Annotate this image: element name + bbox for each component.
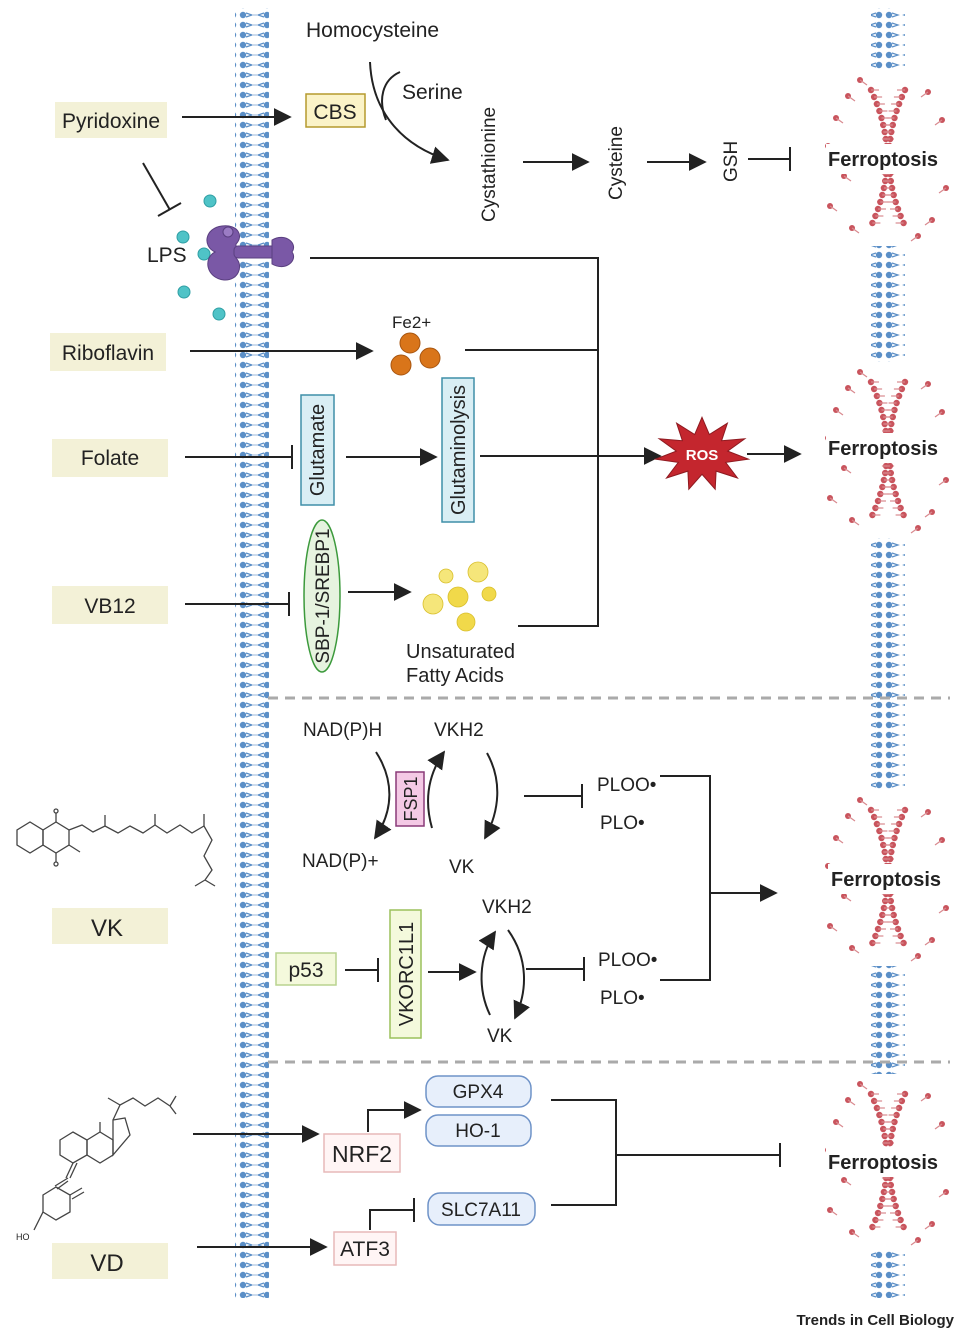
svg-text:NRF2: NRF2 bbox=[332, 1141, 392, 1167]
journal-credit: Trends in Cell Biology bbox=[796, 1312, 954, 1329]
ufa-label-line1: Unsaturated bbox=[406, 641, 515, 663]
cystathionine-label: Cystathionine bbox=[479, 107, 500, 222]
ferroptosis-label-1: Ferroptosis bbox=[826, 144, 942, 174]
svg-text:ATF3: ATF3 bbox=[340, 1238, 390, 1261]
svg-text:Ferroptosis: Ferroptosis bbox=[828, 438, 938, 460]
ufa-to-ros-connector bbox=[518, 454, 599, 627]
svg-text:Ferroptosis: Ferroptosis bbox=[828, 1152, 938, 1174]
svg-text:SLC7A11: SLC7A11 bbox=[441, 1200, 521, 1221]
nadph-label: NAD(P)H bbox=[303, 720, 382, 741]
cysteine-label: Cysteine bbox=[606, 126, 627, 200]
folate-inhibits-glutamate bbox=[185, 445, 293, 469]
serine-joining-curve bbox=[381, 71, 401, 121]
tlr4-receptor-icon bbox=[206, 225, 294, 281]
plo-label-b: PLO• bbox=[600, 988, 645, 1009]
svg-text:Ferroptosis: Ferroptosis bbox=[831, 869, 941, 891]
gpx4-box: GPX4 bbox=[425, 1075, 532, 1108]
svg-text:Folate: Folate bbox=[81, 447, 139, 470]
svg-text:p53: p53 bbox=[288, 959, 323, 982]
vkh2-label-a: VKH2 bbox=[434, 720, 484, 741]
slc7a11-box: SLC7A11 bbox=[427, 1192, 536, 1226]
vk-label-b: VK bbox=[487, 1026, 513, 1047]
svg-text:FSP1: FSP1 bbox=[401, 776, 421, 821]
fsp1-inhibits-peroxyl-a bbox=[524, 784, 583, 808]
svg-text:ROS: ROS bbox=[686, 447, 719, 464]
vkh2-to-vk-arrow-b bbox=[507, 929, 530, 1020]
iron-label: Fe2+ bbox=[392, 313, 431, 332]
plo-label-a: PLO• bbox=[600, 813, 645, 834]
svg-text:GPX4: GPX4 bbox=[453, 1082, 504, 1103]
ferroptosis-label-4: Ferroptosis bbox=[826, 1147, 942, 1177]
svg-text:VD: VD bbox=[90, 1250, 123, 1277]
nadp-label: NAD(P)+ bbox=[302, 851, 379, 872]
vd-hydroxyl-label: HO bbox=[16, 1232, 30, 1242]
p53-box: p53 bbox=[275, 952, 337, 986]
vitamin-vd: VD bbox=[52, 1243, 168, 1279]
vk-label-a: VK bbox=[449, 857, 475, 878]
pyridoxine-inhibits-lps bbox=[142, 162, 182, 217]
glutamate-box: Glutamate bbox=[300, 394, 335, 506]
ploo-label-a: PLOO• bbox=[597, 775, 656, 796]
vkorc1l1-box: VKORC1L1 bbox=[389, 909, 422, 1039]
svg-text:Glutaminolysis: Glutaminolysis bbox=[448, 385, 470, 515]
lps-label: LPS bbox=[147, 244, 187, 267]
lps-to-ros-connector bbox=[310, 257, 599, 454]
gsh-inhibits-ferroptosis bbox=[748, 147, 791, 171]
vitamin-vk: VK bbox=[52, 908, 168, 944]
vitamin-riboflavin: Riboflavin bbox=[50, 333, 166, 371]
nadph-oxidation-arrow bbox=[373, 751, 392, 840]
vitamin-d-structure-icon bbox=[33, 1095, 177, 1231]
unsaturated-fatty-acids-icon bbox=[422, 561, 497, 632]
vitamin-folate: Folate bbox=[52, 439, 168, 477]
vk-to-vkh2-arrow-a bbox=[427, 750, 446, 829]
lps-molecules bbox=[176, 194, 226, 321]
svg-text:VB12: VB12 bbox=[84, 595, 135, 618]
ploo-label-b: PLOO• bbox=[598, 950, 657, 971]
cbs-enzyme: CBS bbox=[305, 93, 366, 128]
atf3-box: ATF3 bbox=[333, 1231, 397, 1266]
svg-text:Pyridoxine: Pyridoxine bbox=[62, 110, 160, 133]
glutaminolysis-box: Glutaminolysis bbox=[441, 377, 475, 523]
nrf2-to-gpx4-arrow bbox=[367, 1101, 422, 1132]
svg-text:Riboflavin: Riboflavin bbox=[62, 342, 154, 365]
vkh2-to-vk-arrow-a bbox=[484, 752, 501, 840]
svg-text:Ferroptosis: Ferroptosis bbox=[828, 149, 938, 171]
iron-ions-icon bbox=[390, 332, 441, 376]
vitamin-pyridoxine: Pyridoxine bbox=[55, 102, 167, 138]
gsh-label: GSH bbox=[721, 141, 742, 182]
svg-text:HO-1: HO-1 bbox=[455, 1121, 500, 1142]
vitamin-k-structure-icon bbox=[16, 808, 216, 887]
vkh2-label-b: VKH2 bbox=[482, 897, 532, 918]
svg-text:Glutamate: Glutamate bbox=[307, 404, 329, 496]
svg-text:VK: VK bbox=[91, 915, 123, 942]
left-cell-membrane bbox=[235, 8, 269, 1298]
ros-burst-icon: ROS bbox=[653, 416, 751, 491]
p53-inhibits-vkorc1l1 bbox=[345, 958, 379, 982]
ufa-label-line2: Fatty Acids bbox=[406, 665, 504, 687]
peroxyl-bracket bbox=[660, 775, 711, 981]
vd-targets-bracket bbox=[551, 1099, 617, 1206]
vitamin-vb12: VB12 bbox=[52, 586, 168, 624]
atf3-inhibits-slc7a11 bbox=[369, 1198, 415, 1230]
vb12-inhibits-srebp bbox=[185, 592, 290, 616]
vd-targets-inhibit-ferroptosis bbox=[616, 1143, 781, 1167]
svg-text:VKORC1L1: VKORC1L1 bbox=[396, 922, 418, 1027]
homocysteine-label: Homocysteine bbox=[306, 19, 439, 42]
vkh2-inhibits-peroxyl-b bbox=[526, 957, 585, 981]
homocysteine-to-cystathionine-arrow bbox=[369, 61, 450, 164]
vk-to-vkh2-arrow-b bbox=[478, 930, 496, 1016]
nrf2-box: NRF2 bbox=[323, 1133, 401, 1173]
srebp-ellipse: SBP-1/SREBP1 bbox=[303, 519, 341, 673]
serine-label: Serine bbox=[402, 81, 463, 104]
svg-text:SBP-1/SREBP1: SBP-1/SREBP1 bbox=[313, 528, 334, 663]
ferroptosis-label-3: Ferroptosis bbox=[828, 864, 944, 894]
svg-text:CBS: CBS bbox=[313, 101, 356, 124]
fsp1-box: FSP1 bbox=[395, 771, 425, 827]
ho1-box: HO-1 bbox=[425, 1114, 532, 1147]
ferroptosis-label-2: Ferroptosis bbox=[826, 433, 942, 463]
